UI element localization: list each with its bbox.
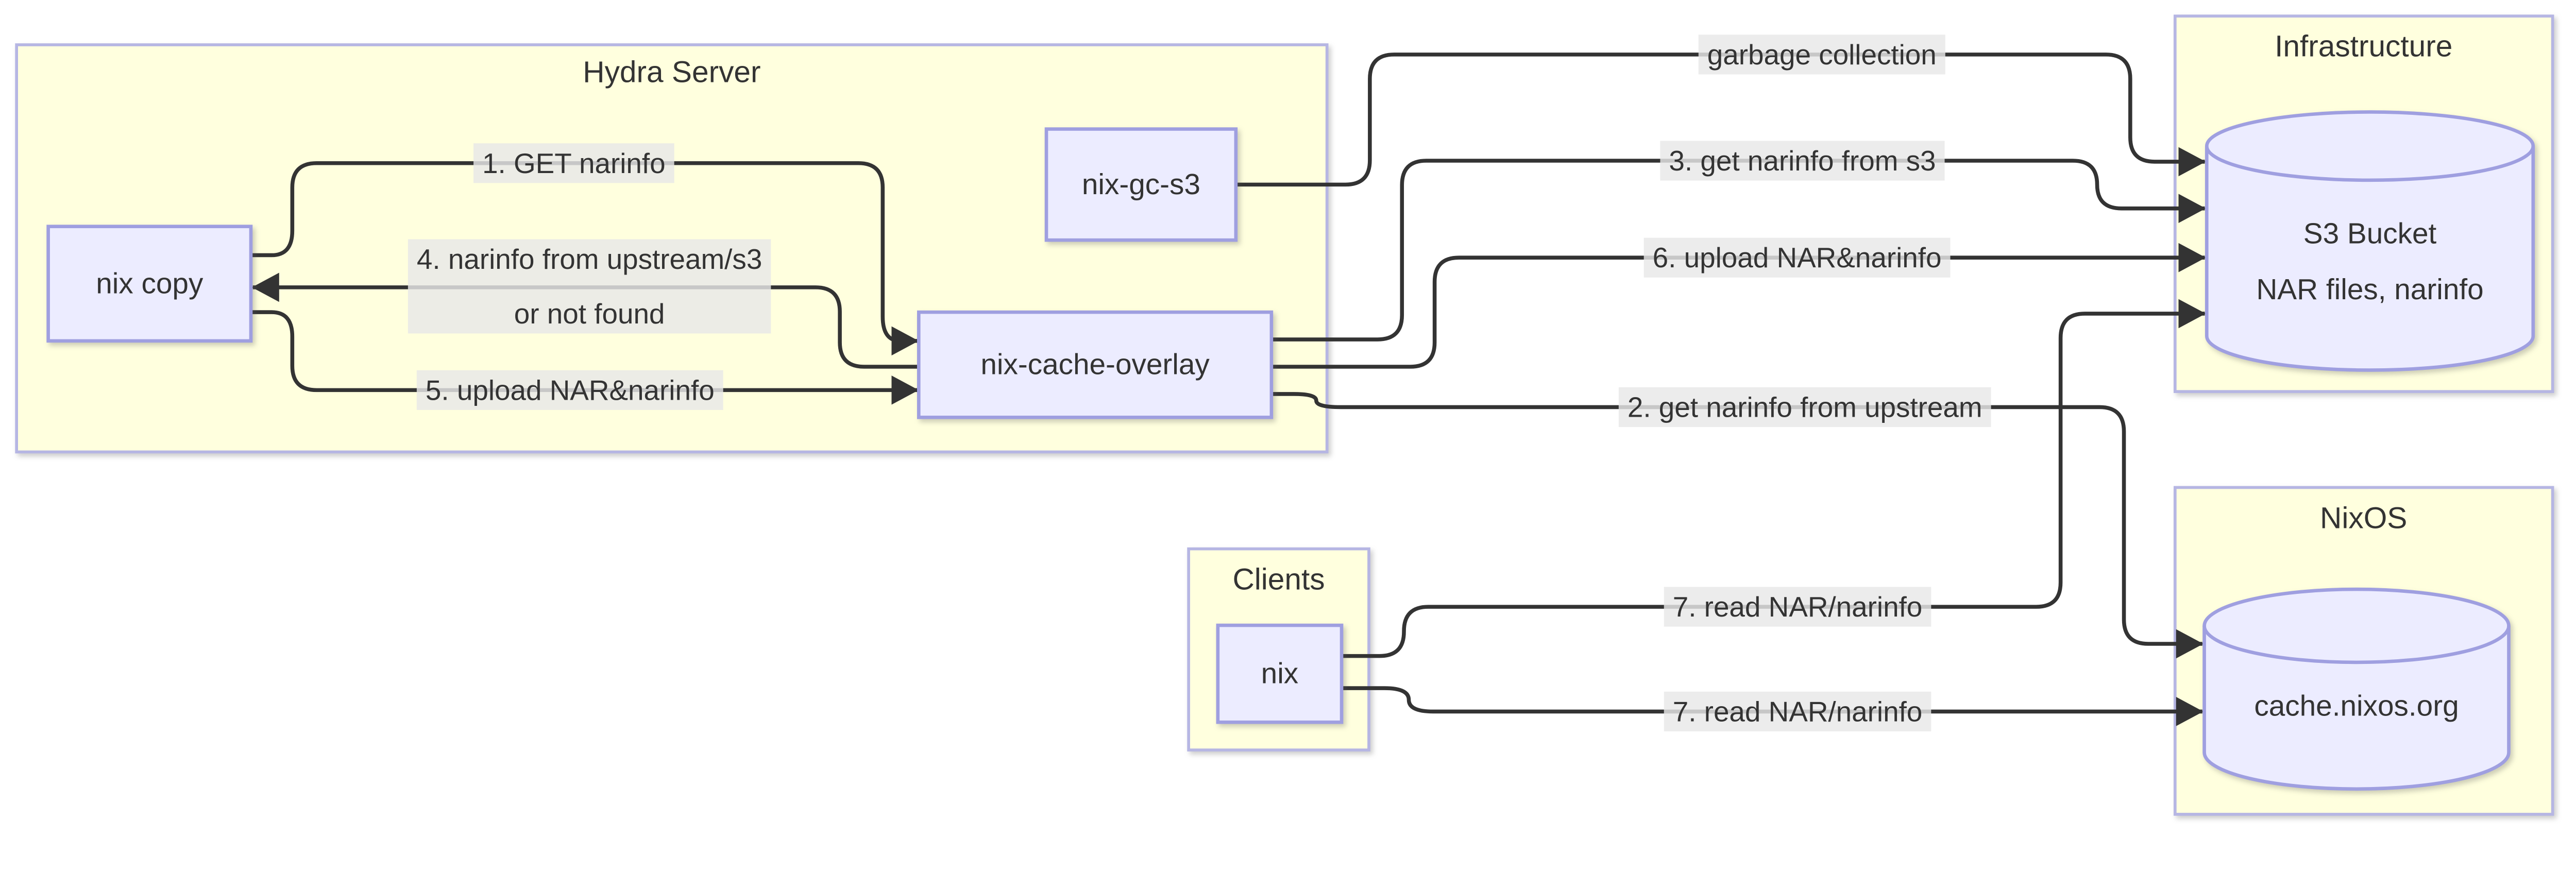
node-nix: nix bbox=[1216, 623, 1344, 724]
node-label-nix-cache-overlay: nix-cache-overlay bbox=[980, 349, 1210, 381]
edge-label-7-read-nar-narinfo-s3: 7. read NAR/narinfo bbox=[1664, 587, 1931, 627]
node-nix-cache-overlay: nix-cache-overlay bbox=[917, 310, 1274, 419]
container-title-nixos: NixOS bbox=[2320, 502, 2407, 535]
edge-label-5-upload-nar-narinfo: 5. upload NAR&narinfo bbox=[416, 370, 723, 410]
edge-label-bg-6-upload-nar-narinfo bbox=[1643, 237, 1951, 278]
node-nix-copy: nix copy bbox=[46, 225, 253, 343]
edge-label-text-1-get-narinfo: 1. GET narinfo bbox=[482, 147, 666, 179]
node-box-nix-cache-overlay bbox=[917, 310, 1274, 419]
database-label-cache-nixos-org: cache.nixos.org bbox=[2254, 690, 2459, 723]
container-title-infrastructure: Infrastructure bbox=[2275, 29, 2452, 63]
edge-label-text-7-read-nar-narinfo-s3: 7. read NAR/narinfo bbox=[1673, 591, 1923, 623]
edge-label-text-3-get-narinfo-from-s3: 3. get narinfo from s3 bbox=[1669, 145, 1936, 177]
edge-label-text-5-upload-nar-narinfo: 5. upload NAR&narinfo bbox=[426, 374, 715, 406]
edge-label-text-6-upload-nar-narinfo: 6. upload NAR&narinfo bbox=[1653, 242, 1942, 273]
edge-label-bg-7-read-nar-narinfo-cache bbox=[1664, 691, 1931, 731]
database-rim-cache-nixos-org bbox=[2202, 625, 2511, 664]
edge-label-3-get-narinfo-from-s3: 3. get narinfo from s3 bbox=[1660, 141, 1945, 181]
edge-label-7-read-nar-narinfo-cache: 7. read NAR/narinfo bbox=[1664, 691, 1931, 731]
node-label-nix-gc-s3: nix-gc-s3 bbox=[1082, 168, 1200, 201]
edge-label-bg-3-get-narinfo-from-s3 bbox=[1660, 141, 1945, 181]
container-title-hydra-server: Hydra Server bbox=[583, 55, 760, 89]
edge-label-bg-garbage-collection bbox=[1698, 35, 1945, 75]
edge-label-bg-1-get-narinfo bbox=[473, 143, 674, 183]
edge-label-bg-7-read-nar-narinfo-s3 bbox=[1664, 587, 1931, 627]
database-rim-s3-bucket bbox=[2205, 146, 2535, 182]
edge-7-read-nar-narinfo-cache bbox=[1340, 686, 2204, 726]
node-box-nix-copy bbox=[46, 225, 253, 343]
edge-4-narinfo-from-upstream-s3 bbox=[251, 272, 919, 369]
database-cache-nixos-org: cache.nixos.org bbox=[2202, 587, 2511, 791]
edge-label-bg-5-upload-nar-narinfo bbox=[416, 370, 723, 410]
edge-label-text-2-get-narinfo-from-upstream: 2. get narinfo from upstream bbox=[1628, 391, 1982, 423]
edge-6-upload-nar-narinfo bbox=[1271, 243, 2206, 369]
edge-5-upload-nar-narinfo bbox=[250, 310, 919, 405]
edge-label-6-upload-nar-narinfo: 6. upload NAR&narinfo bbox=[1643, 237, 1951, 278]
container-title-clients: Clients bbox=[1232, 563, 1325, 596]
node-box-nix-gc-s3 bbox=[1044, 127, 1238, 242]
node-label-nix: nix bbox=[1261, 658, 1299, 690]
edge-label-bg-2-get-narinfo-from-upstream bbox=[1618, 387, 1991, 428]
database-body-cache-nixos-org bbox=[2202, 587, 2511, 791]
edge-label-garbage-collection: garbage collection bbox=[1698, 35, 1945, 75]
edge-3-get-narinfo-from-s3 bbox=[1271, 159, 2206, 341]
edge-label-bg-4-narinfo-from-upstream-s3 bbox=[408, 239, 771, 334]
node-label-nix-copy: nix copy bbox=[96, 267, 204, 300]
edge-label-1-get-narinfo: 1. GET narinfo bbox=[473, 143, 674, 183]
edge-label-text-garbage-collection: garbage collection bbox=[1707, 39, 1937, 71]
node-nix-gc-s3: nix-gc-s3 bbox=[1044, 127, 1238, 242]
edge-2-get-narinfo-from-upstream bbox=[1271, 392, 2204, 659]
edge-label-2-get-narinfo-from-upstream: 2. get narinfo from upstream bbox=[1618, 387, 1991, 428]
edge-label-text-7-read-nar-narinfo-cache: 7. read NAR/narinfo bbox=[1673, 695, 1923, 727]
node-box-nix bbox=[1216, 623, 1344, 724]
